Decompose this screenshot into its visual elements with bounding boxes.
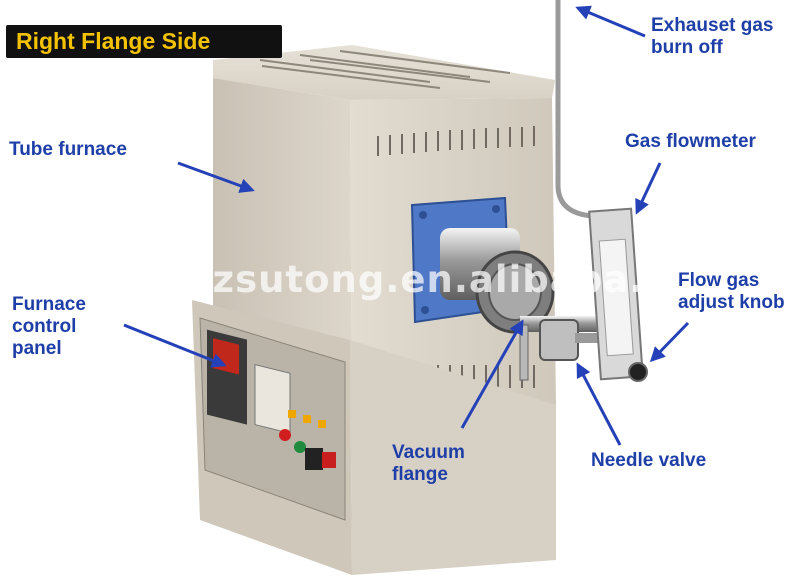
label-gas-flowmeter: Gas flowmeter xyxy=(625,131,756,153)
label-knob-line1: Flow gas xyxy=(678,270,760,291)
label-knob-line2: adjust knob xyxy=(678,292,785,313)
label-adjust-knob: Flow gas adjust knob xyxy=(678,270,785,314)
red-switch xyxy=(322,452,336,468)
label-vacuum-flange: Vacuum flange xyxy=(392,442,465,486)
top-vents xyxy=(259,50,511,89)
adjust-knob xyxy=(628,362,648,382)
label-tube-furnace: Tube furnace xyxy=(9,139,127,161)
label-flange-line2: flange xyxy=(392,464,448,485)
arrow-tube-furnace xyxy=(177,161,255,193)
red-button xyxy=(279,429,291,441)
gas-flowmeter xyxy=(555,0,648,382)
label-control-panel: Furnace control panel xyxy=(12,294,86,360)
power-switch xyxy=(305,448,323,470)
page-title: Right Flange Side xyxy=(16,28,211,54)
arrow-exhaust xyxy=(575,5,646,38)
arrow-flowmeter xyxy=(635,162,662,215)
label-needle-valve-text: Needle valve xyxy=(591,450,707,471)
label-control-panel-line1: Furnace xyxy=(12,294,86,315)
watermark: zzsutong.en.alibaba.com xyxy=(190,258,734,301)
label-control-panel-line2: control xyxy=(12,316,77,337)
indicator-1 xyxy=(288,410,296,418)
base-right-side xyxy=(350,340,556,575)
indicator-2 xyxy=(303,415,311,423)
green-button xyxy=(294,441,306,453)
needle-valve xyxy=(539,319,579,361)
arrow-needle-valve xyxy=(576,362,622,446)
indicator-3 xyxy=(318,420,326,428)
label-control-panel-line3: panel xyxy=(12,338,62,359)
furnace-top xyxy=(213,45,555,100)
arrow-knob xyxy=(649,321,690,363)
program-chart xyxy=(254,363,291,434)
label-exhaust-gas: Exhauset gas burn off xyxy=(651,15,774,59)
furnace-base xyxy=(192,300,556,575)
label-tube-furnace-text: Tube furnace xyxy=(9,139,127,160)
label-flange-line1: Vacuum xyxy=(392,442,465,463)
flowmeter-scale xyxy=(598,238,634,357)
exhaust-pipe xyxy=(555,0,606,221)
side-vents-upper xyxy=(377,126,535,156)
label-exhaust-line2: burn off xyxy=(651,37,723,58)
control-panel xyxy=(199,317,346,521)
label-gas-flowmeter-text: Gas flowmeter xyxy=(625,131,756,152)
valve-handle xyxy=(519,324,529,381)
title-banner: Right Flange Side xyxy=(6,25,282,58)
label-needle-valve: Needle valve xyxy=(591,450,706,472)
annotation-arrows xyxy=(123,5,690,446)
label-exhaust-line1: Exhauset gas xyxy=(651,15,774,36)
arrow-control-panel xyxy=(123,323,227,368)
arrow-vacuum-flange xyxy=(460,319,524,429)
